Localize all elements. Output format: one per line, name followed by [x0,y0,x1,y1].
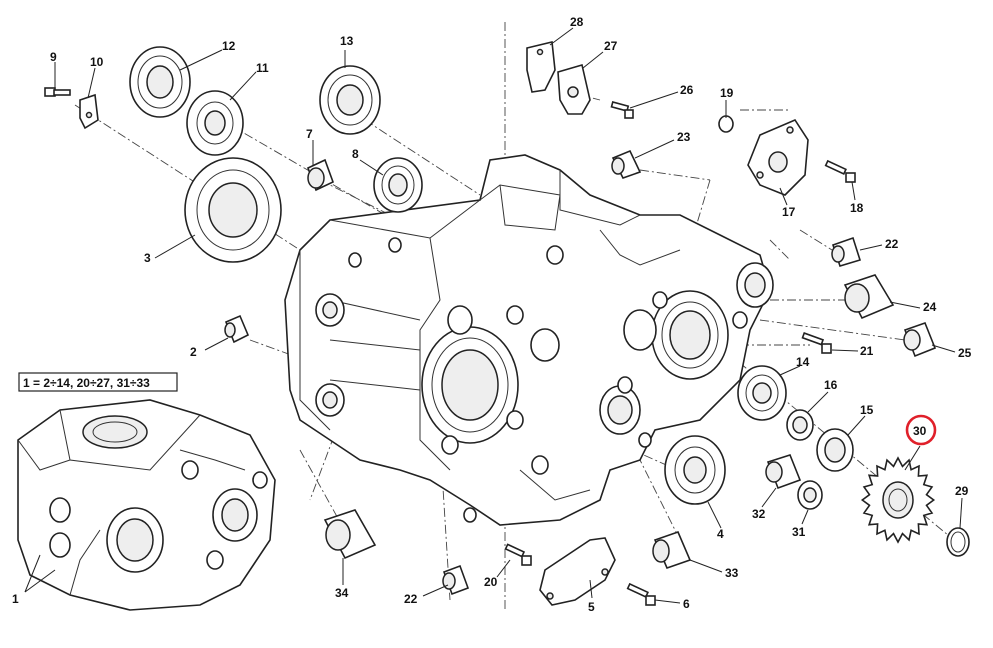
label-part-16: 16 [824,378,838,392]
part-11-seal [186,90,244,156]
part-14-seal [737,365,787,421]
part-4-seal [664,435,726,505]
label-part-28: 28 [570,15,584,29]
label-part-33: 33 [725,566,739,580]
part-25-bushing [903,321,937,358]
part-19-circlip [718,115,734,133]
part-27-bracket [557,63,591,115]
part-26-screw [610,101,634,119]
part-8-bearing [373,157,423,213]
label-part-4: 4 [717,527,724,541]
part-33-bushing [652,530,692,570]
label-part-17: 17 [782,205,796,219]
part-23-dowel [611,149,642,179]
part-labels: 9 10 12 11 3 13 7 8 2 28 27 26 23 19 17 … [12,15,972,614]
part-17-cover [747,118,809,196]
label-part-21: 21 [860,344,874,358]
part-13-bearing [319,65,381,135]
part-16-spacer [786,409,814,441]
part-5-plate [539,537,616,606]
assembled-crankcase [17,399,276,611]
part-32-bushing [765,454,802,490]
label-part-23: 23 [677,130,691,144]
composition-note-box [18,372,178,392]
label-part-26: 26 [680,83,694,97]
part-12-bearing [129,46,191,118]
label-part-34: 34 [335,586,349,600]
part-6-bolt [626,582,656,606]
part-21-bolt [801,332,832,354]
part-22-dowel-right [831,236,862,267]
part-24-bushing [843,274,895,320]
label-part-5: 5 [588,600,595,614]
label-part-7: 7 [306,127,313,141]
label-part-27: 27 [604,39,618,53]
label-part-20: 20 [484,575,498,589]
highlight-circle-part-30 [905,414,937,446]
label-part-15: 15 [860,403,874,417]
label-part-30: 30 [913,424,927,438]
crankcase-half [284,154,774,526]
label-part-6: 6 [683,597,690,611]
label-part-1: 1 [12,592,19,606]
label-part-14: 14 [796,355,810,369]
label-part-13: 13 [340,34,354,48]
label-part-24: 24 [923,300,937,314]
part-30-sprocket [860,456,936,544]
part-31-spacer [797,480,823,510]
label-part-11: 11 [256,61,269,75]
label-part-3: 3 [144,251,151,265]
part-34-bushing [323,509,377,560]
label-part-19: 19 [720,86,734,100]
part-2-dowel [224,314,250,344]
part-22-dowel-bottom [442,564,470,596]
part-9-bolt [44,87,71,97]
label-part-25: 25 [958,346,972,360]
part-3-main-bearing [184,157,282,263]
part-18-bolt [824,159,856,183]
label-part-22-right: 22 [885,237,899,251]
label-part-18: 18 [850,201,864,215]
label-part-10: 10 [90,55,104,69]
label-part-32: 32 [752,507,766,521]
label-part-29: 29 [955,484,969,498]
composition-note: 1 = 2÷14, 20÷27, 31÷33 [18,372,178,392]
part-7-needle-bearing [306,158,335,192]
part-29-circlip [946,527,970,557]
part-10-bracket [79,93,99,130]
label-part-8: 8 [352,147,359,161]
composition-note-text: 1 = 2÷14, 20÷27, 31÷33 [23,376,150,390]
part-28-bracket [526,41,556,93]
label-part-9: 9 [50,50,57,64]
label-part-22-bottom: 22 [404,592,418,606]
part-15-bearing [816,428,854,472]
label-part-31: 31 [792,525,806,539]
label-part-12: 12 [222,39,236,53]
leader-lines [24,27,963,604]
label-part-2: 2 [190,345,197,359]
part-20-bolt [504,543,532,566]
